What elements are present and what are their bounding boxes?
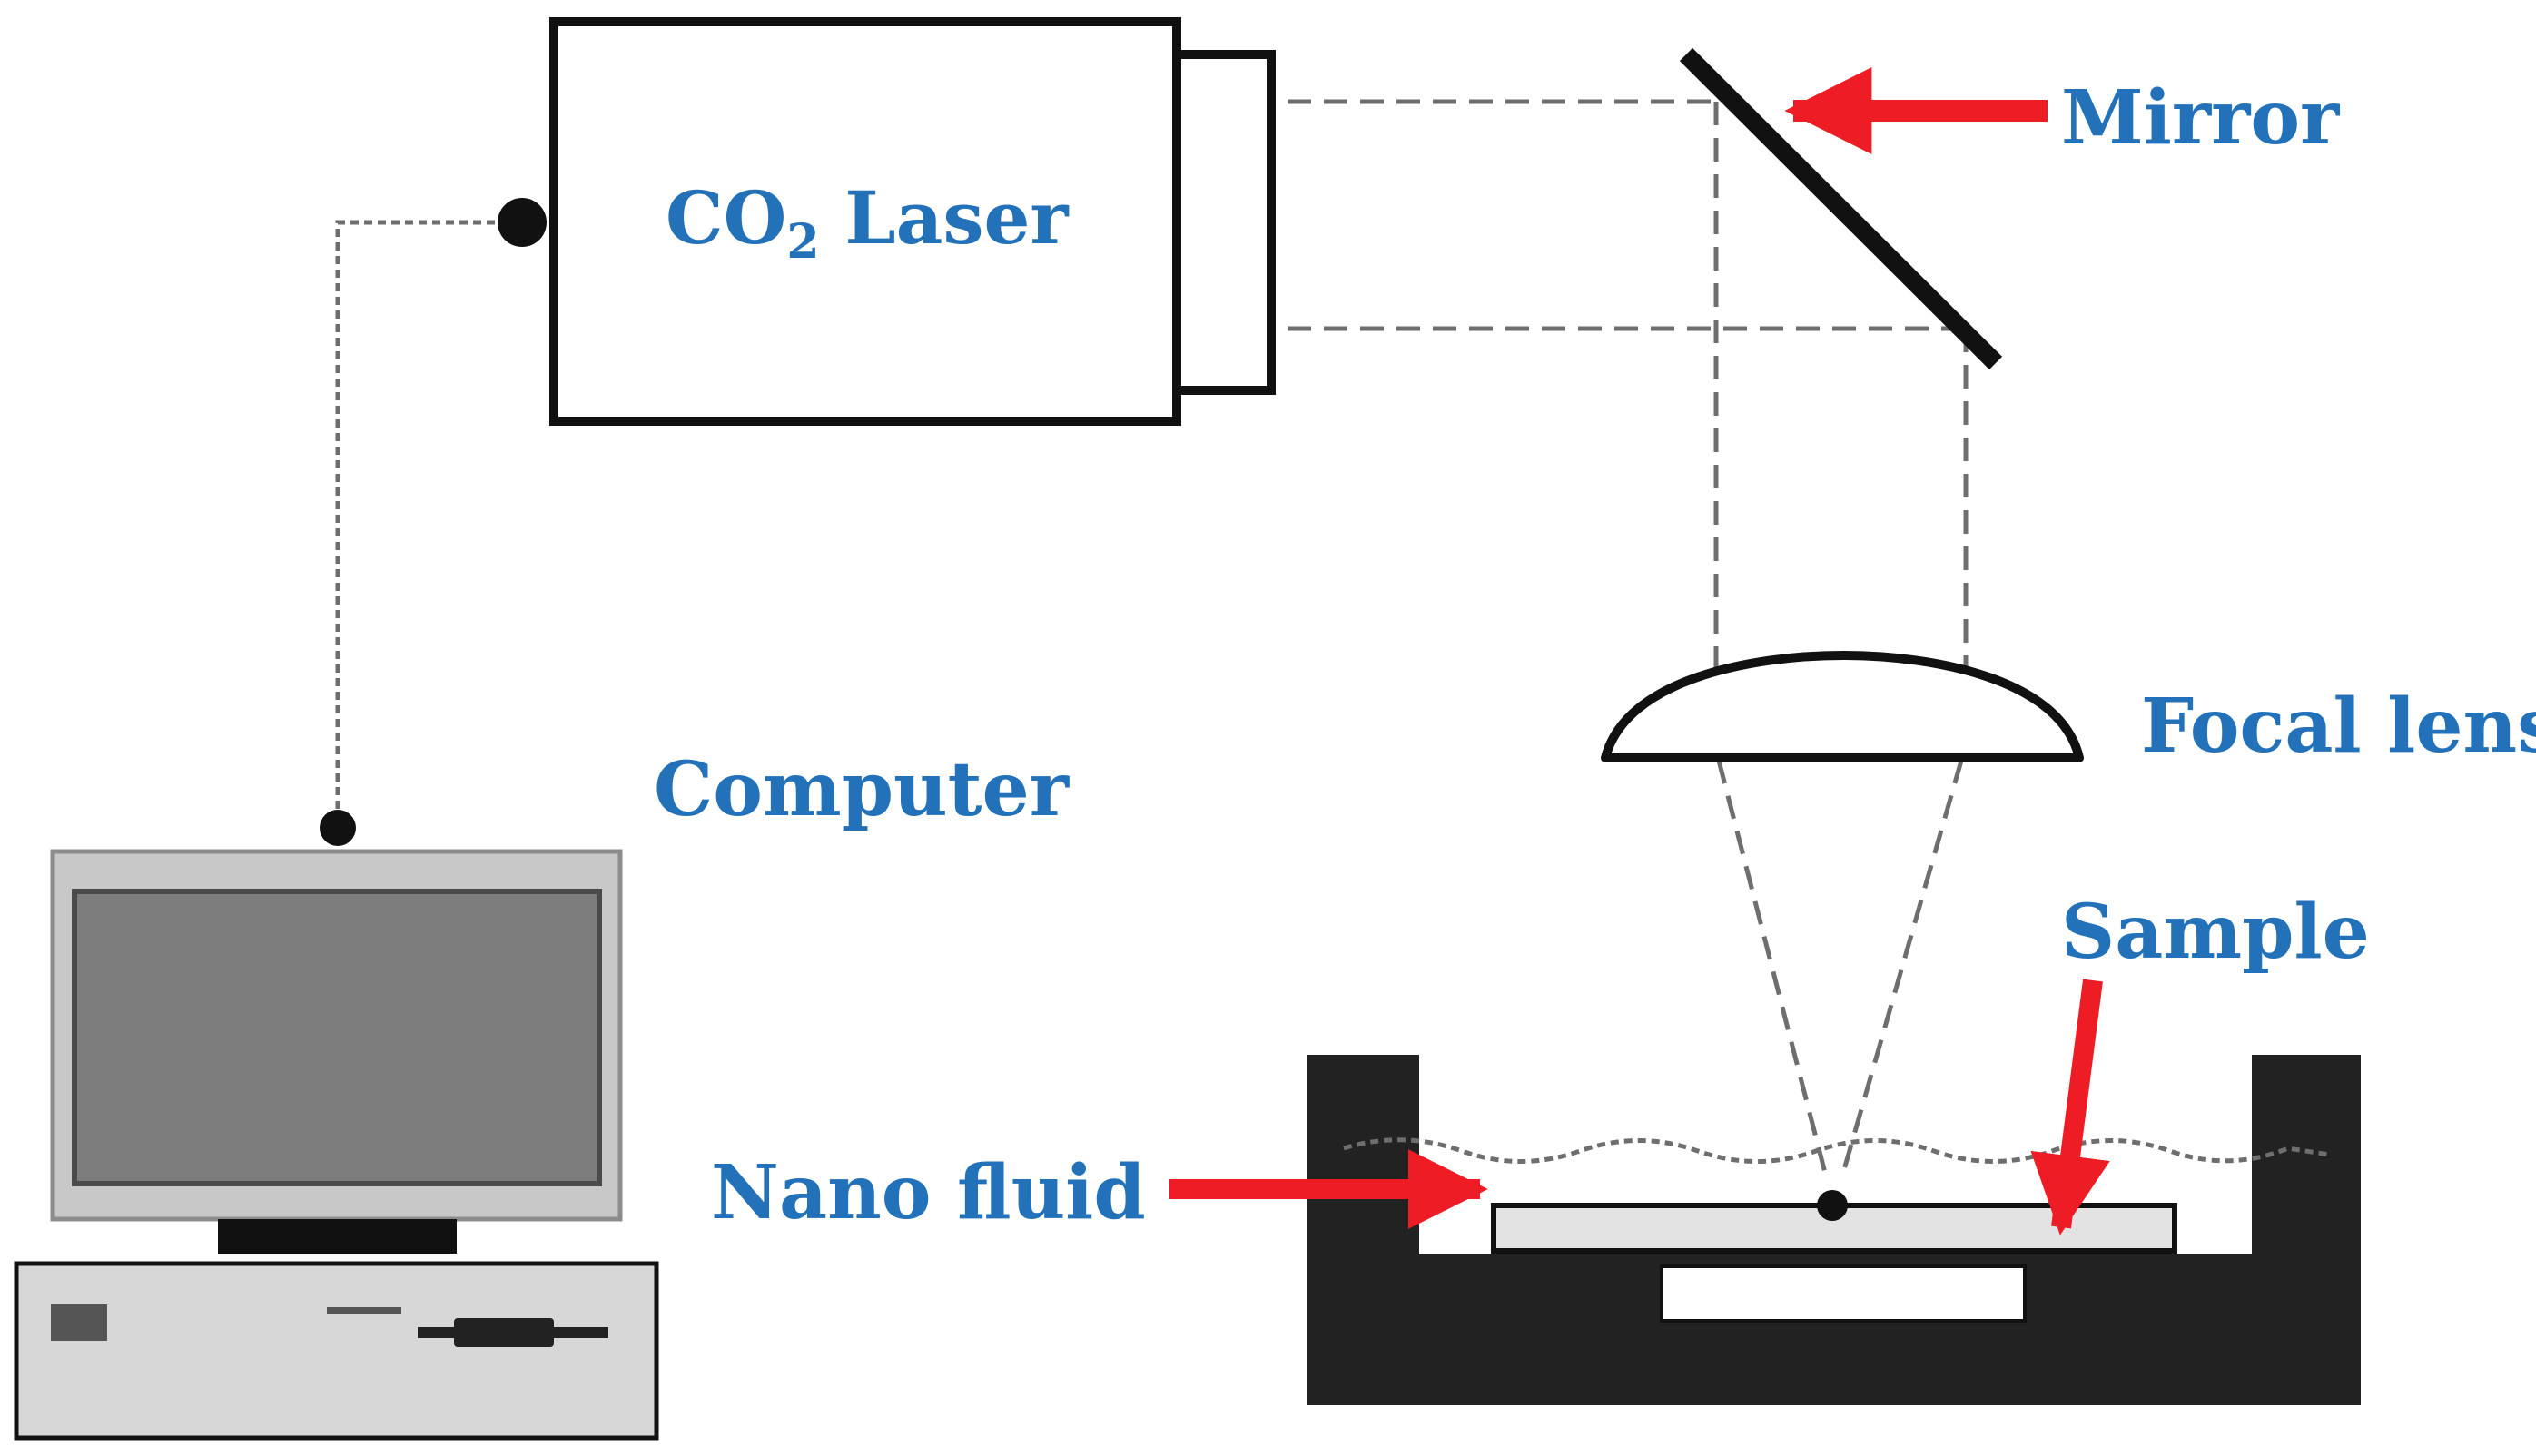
cpu-case: [14, 1261, 659, 1441]
cable-line: [335, 220, 522, 826]
cpu-slot: [327, 1307, 401, 1314]
focal-lens-label: Focal lens: [2141, 683, 2536, 770]
laser-cable-connector: [498, 198, 547, 247]
computer: [14, 849, 659, 1441]
monitor-screen: [72, 889, 602, 1186]
beam-focus-right: [1840, 760, 1964, 1174]
laser-beam: [1288, 99, 1969, 1174]
nano-fluid-label: Nano fluid: [711, 1149, 1146, 1236]
laser-output-head: [1172, 50, 1276, 395]
data-cable: [320, 198, 547, 846]
focal-lens: [1601, 651, 2084, 762]
sample-arrow: [2030, 979, 2110, 1235]
mirror: [1679, 47, 2003, 370]
beam-focus-left: [1716, 760, 1828, 1174]
co2-laser: CO2 Laser: [549, 17, 1276, 426]
sample-label: Sample: [2061, 889, 2370, 976]
laser-body: [549, 17, 1181, 426]
laser-focal-point: [1817, 1190, 1848, 1221]
sample-holder: [1307, 1055, 2361, 1405]
computer-label: Computer: [654, 746, 1071, 833]
co2-laser-label: CO2 Laser: [666, 175, 1069, 270]
holder-inner-slot: [1660, 1264, 2027, 1323]
cpu-port: [454, 1318, 554, 1347]
computer-cable-connector: [320, 810, 356, 846]
holder-body: [1307, 1055, 2361, 1405]
cpu-drive-bay: [51, 1304, 107, 1341]
monitor-stand: [218, 1219, 457, 1254]
nano-fluid-surface: [1343, 1137, 2330, 1164]
mirror-plate: [1679, 47, 2003, 370]
mirror-label: Mirror: [2061, 74, 2341, 162]
